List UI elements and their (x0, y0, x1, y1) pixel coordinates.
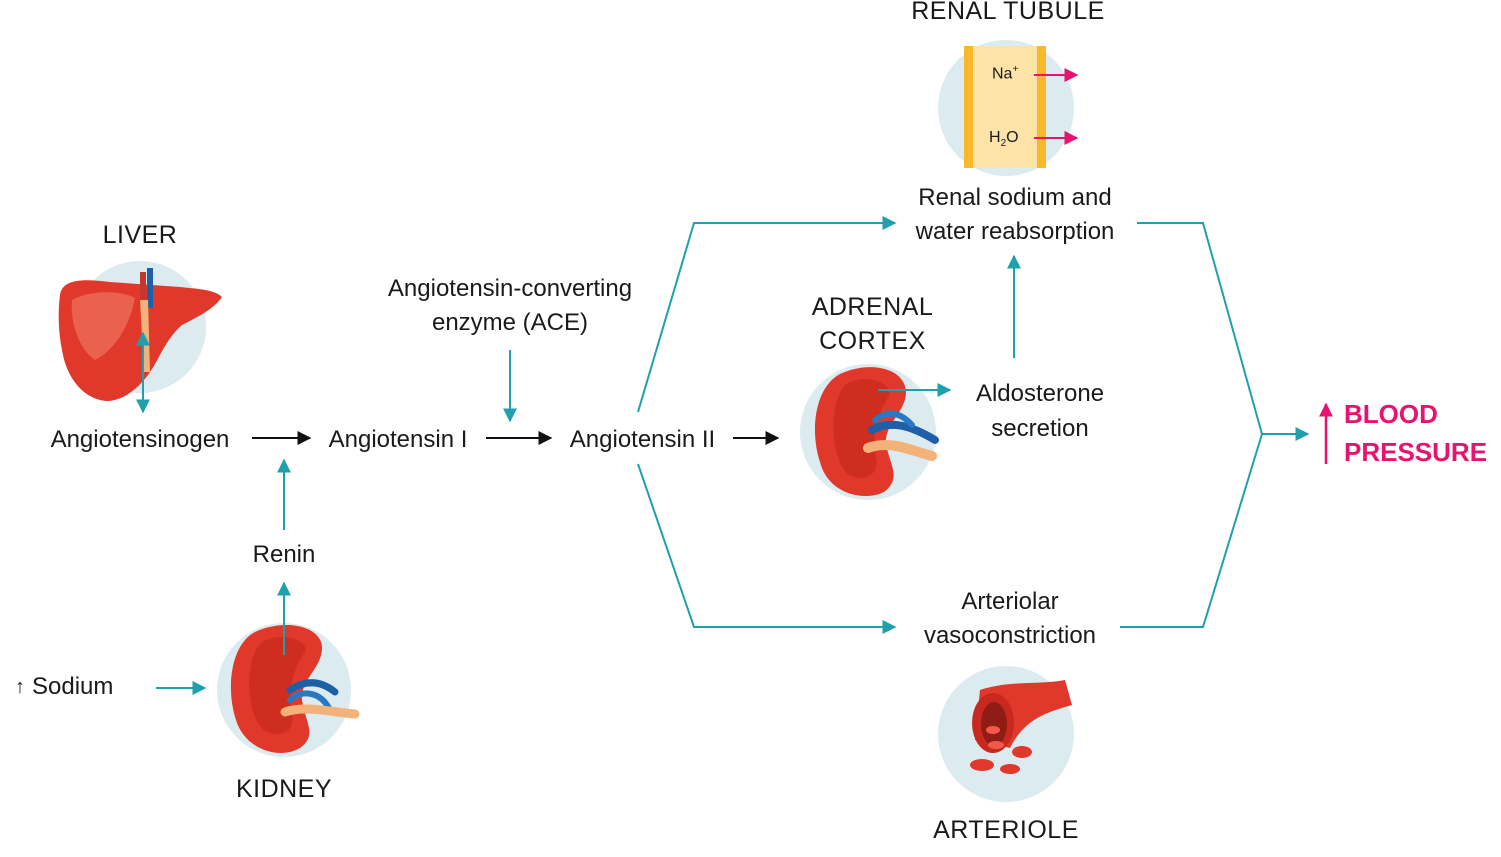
blood-pressure-label-line2: PRESSURE (1344, 437, 1488, 467)
ace-label-line1: Angiotensin-converting (387, 275, 633, 302)
aldosterone-label-line2: secretion (991, 415, 1089, 442)
renin-label: Renin (252, 541, 316, 568)
adrenal-kidney-icon (800, 364, 939, 500)
converge-top (1137, 222, 1263, 435)
converge-bottom (1120, 433, 1263, 628)
adrenal-label-line1: ADRENAL (811, 293, 934, 321)
adrenal-label-line2: CORTEX (819, 327, 926, 355)
sodium-ion-label: Na+ (992, 64, 1019, 83)
water-label: H2O (989, 129, 1019, 150)
arteriole-label: ARTERIOLE (933, 816, 1079, 844)
blood-pressure-label-line1: BLOOD (1344, 399, 1438, 429)
arteriole-icon (938, 666, 1074, 802)
branch-reabsorption (637, 216, 897, 413)
renal-tubule-icon (938, 40, 1074, 176)
reabsorption-label-line1: Renal sodium and (918, 184, 1112, 211)
renal-tubule-label: RENAL TUBULE (911, 0, 1105, 25)
angiotensinogen-label: Angiotensinogen (50, 426, 230, 453)
branch-vasoconstriction (637, 463, 897, 634)
sodium-increase-icon: ↑ (15, 676, 25, 698)
kidney-label: KIDNEY (235, 775, 333, 803)
vasoconstriction-label-line1: Arteriolar (961, 588, 1059, 615)
angiotensin-1-label: Angiotensin I (328, 426, 468, 453)
angiotensin-2-label: Angiotensin II (569, 426, 716, 453)
kidney-icon (217, 623, 360, 757)
liver-label: LIVER (102, 221, 178, 249)
liver-icon (58, 261, 222, 401)
ace-label-line2: enzyme (ACE) (431, 309, 589, 336)
sodium-label: Sodium (32, 673, 114, 700)
aldosterone-label-line1: Aldosterone (975, 380, 1105, 407)
vasoconstriction-label-line2: vasoconstriction (923, 622, 1097, 649)
reabsorption-label-line2: water reabsorption (915, 218, 1115, 245)
